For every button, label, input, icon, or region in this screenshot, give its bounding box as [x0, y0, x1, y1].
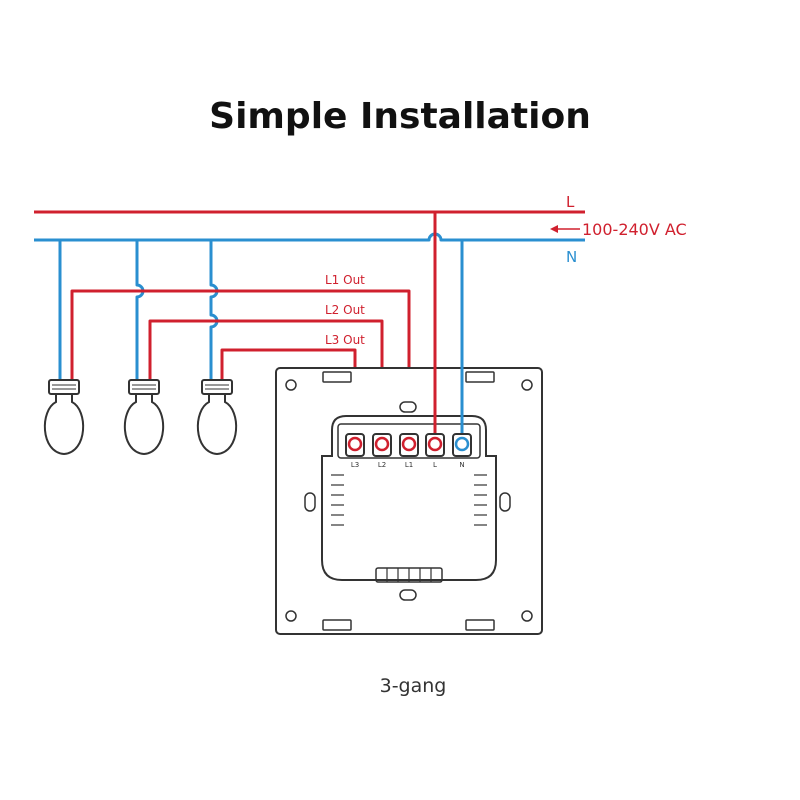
- light-bulb-icon: [196, 379, 238, 456]
- screw-hole-icon: [285, 610, 297, 622]
- screw-terminal-icon: [452, 433, 472, 457]
- page-title: Simple Installation: [209, 96, 591, 137]
- switch-module: [321, 415, 497, 583]
- light-bulb-icon: [123, 379, 165, 456]
- screw-terminal-icon: [399, 433, 419, 457]
- bulb-3-neutral-wire: [209, 240, 219, 382]
- arrow-left-icon: [550, 225, 580, 233]
- l2-out-label: L2 Out: [325, 303, 365, 317]
- screw-hole-icon: [521, 610, 533, 622]
- terminal-label-l: L: [433, 461, 437, 469]
- bulb-2-neutral-wire: [135, 240, 145, 382]
- screw-terminal-icon: [372, 433, 392, 457]
- neutral-bus-label: N: [566, 248, 577, 266]
- screw-hole-icon: [285, 379, 297, 391]
- live-bus-label: L: [566, 193, 575, 211]
- l1-out-wire: [70, 289, 411, 440]
- terminal-label-n: N: [459, 461, 464, 469]
- screw-hole-icon: [521, 379, 533, 391]
- supply-voltage-label: 100-240V AC: [582, 220, 687, 239]
- terminal-label-l3: L3: [351, 461, 359, 469]
- screw-terminal-icon: [345, 433, 365, 457]
- light-bulb-icon: [43, 379, 85, 456]
- neutral-bus-wire: [34, 232, 585, 242]
- screw-terminal-icon: [425, 433, 445, 457]
- l1-out-label: L1 Out: [325, 273, 365, 287]
- terminal-label-l1: L1: [405, 461, 413, 469]
- terminal-label-l2: L2: [378, 461, 386, 469]
- l3-out-label: L3 Out: [325, 333, 365, 347]
- caption-3-gang: 3-gang: [380, 675, 447, 697]
